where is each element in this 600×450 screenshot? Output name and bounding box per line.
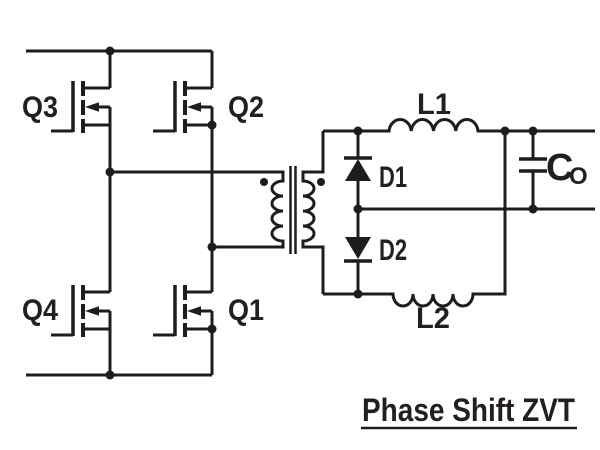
- mosfet-q2: [151, 79, 214, 135]
- junction-dot: [207, 242, 217, 252]
- polarity-dot-secondary: [317, 178, 325, 186]
- label-d1: D1: [379, 161, 407, 194]
- label-d2: D2: [379, 234, 407, 267]
- junction-dot: [500, 126, 510, 136]
- mosfet-q1: [151, 283, 214, 339]
- label-l1: L1: [417, 88, 451, 121]
- junction-dot: [353, 289, 363, 299]
- capacitor-co-plates: [519, 157, 547, 173]
- mosfet-q3: [49, 79, 112, 135]
- diode-d1-triangle-icon: [345, 159, 371, 181]
- capacitor-co: [519, 131, 547, 209]
- junction-dot: [105, 167, 115, 177]
- diode-d2-triangle-icon: [345, 237, 371, 259]
- diagram-title: Phase Shift ZVT: [362, 392, 575, 428]
- label-q1: Q1: [228, 294, 264, 327]
- label-co: C: [546, 147, 573, 189]
- label-q2: Q2: [228, 91, 264, 124]
- label-co-subscript: O: [569, 163, 588, 190]
- wire-top-output-rail-with-l1: [323, 118, 595, 133]
- junction-dot: [207, 324, 217, 334]
- junction-dot: [528, 204, 538, 214]
- junction-dot: [353, 126, 363, 136]
- polarity-dot-primary: [260, 178, 268, 186]
- mosfet-q4: [49, 283, 112, 339]
- transformer-primary-winding: [110, 170, 285, 249]
- transformer-core: [289, 166, 297, 254]
- diode-d2: [344, 209, 372, 294]
- wire-bottom-output-rail-with-l2: [323, 131, 507, 308]
- junction-dot: [105, 370, 115, 380]
- label-q3: Q3: [22, 91, 58, 124]
- junction-dot: [528, 126, 538, 136]
- junction-dot: [353, 204, 363, 214]
- junction-dot: [105, 46, 115, 56]
- label-l2: L2: [416, 302, 450, 335]
- junction-dot: [207, 120, 217, 130]
- transformer-secondary-winding: [301, 131, 325, 294]
- diode-d1: [344, 131, 372, 209]
- label-q4: Q4: [22, 294, 58, 327]
- junction-dots: [105, 46, 538, 380]
